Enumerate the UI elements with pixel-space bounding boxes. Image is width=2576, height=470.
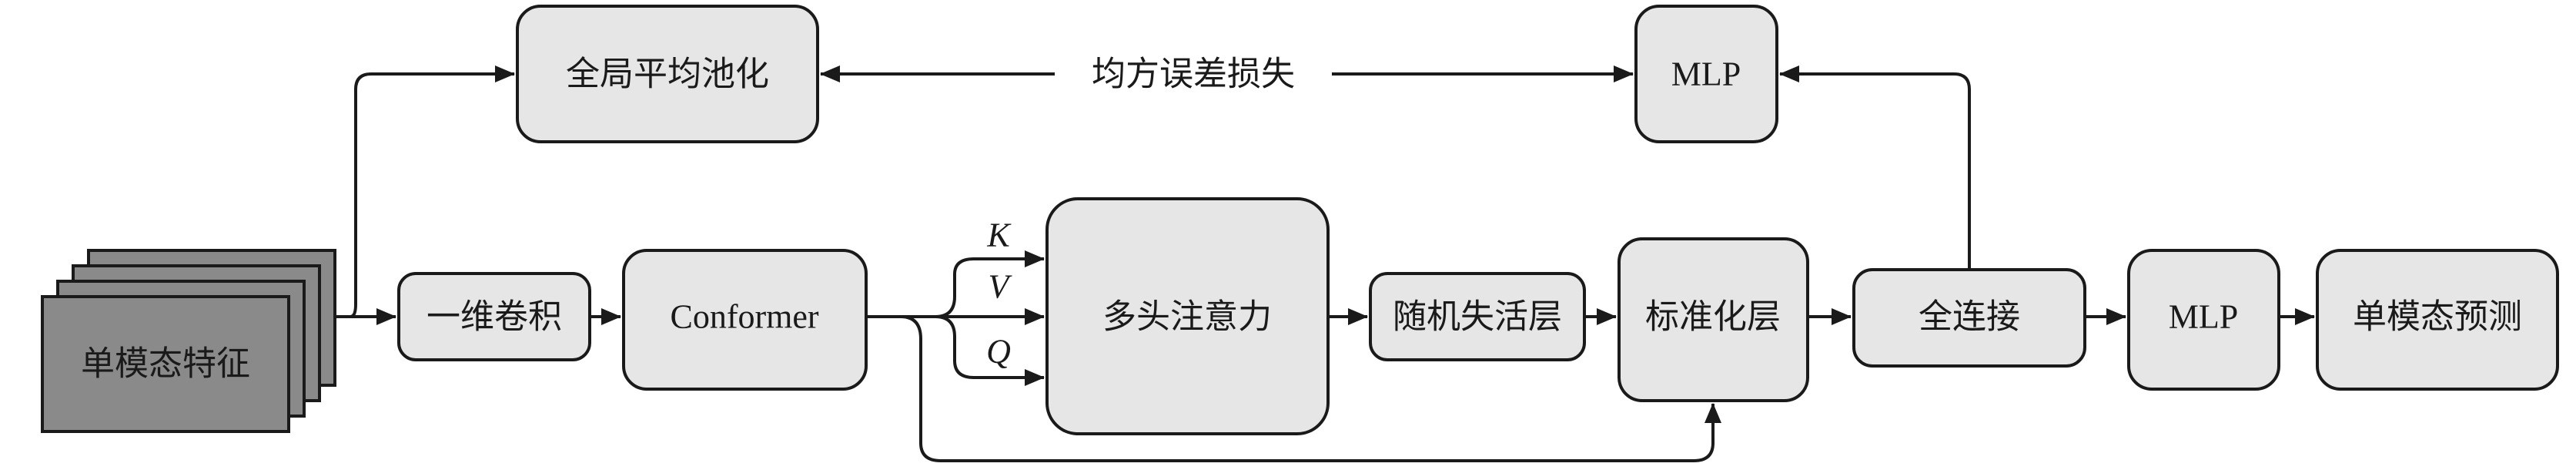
conv1d-label: 一维卷积 xyxy=(427,297,562,337)
mha-node: 多头注意力 xyxy=(1045,197,1330,435)
input-feature-label: 单模态特征 xyxy=(81,344,250,384)
gap-node: 全局平均池化 xyxy=(516,5,819,143)
mlp-out-label: MLP xyxy=(2169,298,2238,336)
fc-label: 全连接 xyxy=(1919,297,2020,337)
conformer-node: Conformer xyxy=(622,249,868,391)
mlp-top-label: MLP xyxy=(1671,55,1741,93)
output-node: 单模态预测 xyxy=(2316,249,2559,391)
output-label: 单模态预测 xyxy=(2353,297,2522,337)
mlp-out-node: MLP xyxy=(2127,249,2280,391)
conformer-label: Conformer xyxy=(670,298,818,336)
norm-label: 标准化层 xyxy=(1645,297,1781,337)
gap-label: 全局平均池化 xyxy=(566,55,769,94)
dropout-label: 随机失活层 xyxy=(1393,297,1562,337)
input-feature-stack: 单模态特征 xyxy=(41,249,336,433)
q-label: Q xyxy=(986,333,1011,371)
k-label: K xyxy=(986,217,1012,254)
conv1d-node: 一维卷积 xyxy=(397,272,591,361)
mlp-top-node: MLP xyxy=(1634,5,1778,143)
v-label: V xyxy=(989,268,1013,306)
residual-arrow xyxy=(866,315,1721,462)
mha-label: 多头注意力 xyxy=(1102,297,1272,337)
dropout-node: 随机失活层 xyxy=(1369,272,1586,361)
fc-to-mlp-top-arrow xyxy=(1779,65,1971,270)
q-arrow xyxy=(935,315,1045,386)
k-arrow xyxy=(866,250,1045,318)
norm-node: 标准化层 xyxy=(1618,237,1809,402)
input-feature-box xyxy=(41,295,290,433)
loss-label: 均方误差损失 xyxy=(1092,55,1295,94)
fc-node: 全连接 xyxy=(1852,268,2086,368)
